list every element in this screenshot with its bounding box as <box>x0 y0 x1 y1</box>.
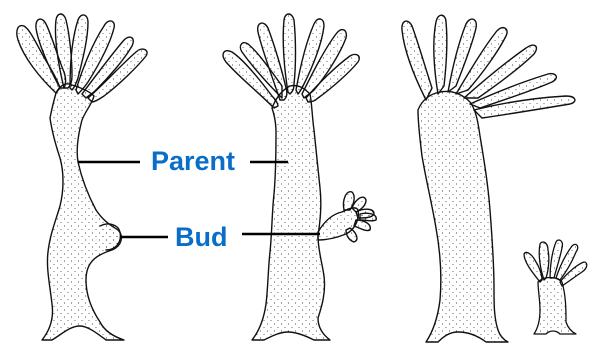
hydra-3-tentacle <box>434 15 447 94</box>
detached-bud-body <box>534 278 576 335</box>
hydra-3-body <box>418 91 508 342</box>
parent-label: Parent <box>151 148 235 175</box>
hydra-2-bud-tentacle <box>354 220 370 231</box>
hydra-3-tentacle <box>402 21 432 100</box>
hydra-parent-1 <box>17 14 147 340</box>
hydra-parent-2 <box>223 14 376 340</box>
bud-label: Bud <box>175 224 227 251</box>
hydra-2-bud-tentacle <box>360 213 376 221</box>
hydra-2-body <box>252 85 330 340</box>
hydra-1-body <box>42 84 124 340</box>
hydra-2-bud-tentacle <box>346 228 357 242</box>
detached-bud <box>524 240 587 334</box>
